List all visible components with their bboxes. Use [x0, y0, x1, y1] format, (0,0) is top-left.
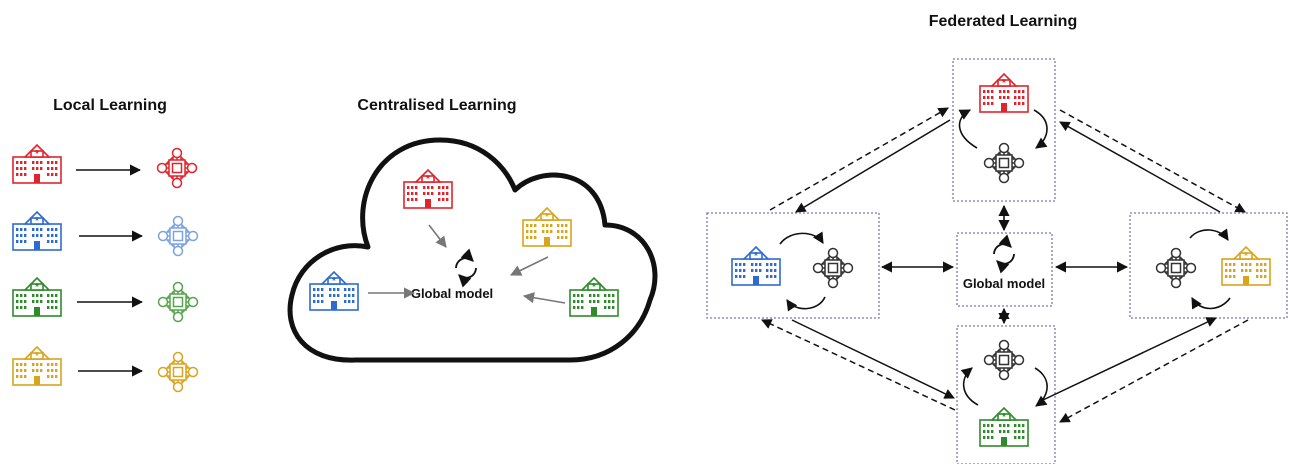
refresh-cycle-icon: [455, 248, 477, 288]
training-loop-arrow: [1191, 297, 1231, 310]
svg-text:*: *: [1002, 78, 1006, 89]
training-loop-arrow: [786, 296, 826, 312]
right-node-box: [1129, 212, 1288, 319]
model-chip-icon: [812, 247, 854, 289]
model-chip-icon: [157, 281, 199, 323]
model-chip-icon: [983, 339, 1025, 381]
peer-dashed-arrow: [1059, 319, 1249, 423]
peer-dashed-arrow: [761, 319, 956, 411]
svg-text:*: *: [426, 174, 430, 185]
federated-global-model-label: Global model: [963, 276, 1045, 291]
centralised-learning-section: * * * * Global model: [287, 137, 658, 363]
model-chip-icon: [157, 215, 199, 257]
hospital-icon: *: [12, 276, 62, 317]
svg-text:*: *: [35, 351, 39, 362]
training-loop-arrow: [958, 109, 978, 149]
model-chip-icon: [1155, 247, 1197, 289]
hospital-icon: *: [522, 206, 572, 247]
hospital-icon: *: [12, 345, 62, 386]
hospital-icon: *: [12, 143, 62, 184]
hospital-icon: *: [731, 245, 781, 286]
centralised-global-model-label: Global model: [411, 286, 493, 301]
svg-text:*: *: [35, 216, 39, 227]
hospital-icon: *: [403, 168, 453, 209]
hospital-icon: *: [979, 72, 1029, 113]
training-loop-arrow: [779, 231, 824, 245]
refresh-cycle-icon: [993, 234, 1015, 274]
svg-text:*: *: [35, 282, 39, 293]
hospital-icon: *: [1221, 245, 1271, 286]
training-loop-arrow: [1033, 109, 1048, 149]
peer-dashed-arrow: [1059, 109, 1246, 213]
federated-learning-section: * * * * Global model: [706, 58, 1288, 464]
hospital-icon: *: [12, 210, 62, 251]
peer-solid-arrow: [795, 119, 951, 213]
upload-arrow: [522, 292, 566, 304]
svg-text:*: *: [592, 282, 596, 293]
svg-text:*: *: [35, 149, 39, 160]
upload-arrow: [428, 224, 447, 248]
centralised-learning-title: Centralised Learning: [357, 97, 516, 114]
svg-text:*: *: [545, 212, 549, 223]
federated-learning-title: Federated Learning: [929, 13, 1077, 30]
hospital-icon: *: [309, 270, 359, 311]
bottom-node-box: [956, 325, 1056, 464]
local-learning-title: Local Learning: [53, 97, 167, 114]
svg-text:*: *: [1002, 412, 1006, 423]
peer-solid-arrow: [1042, 317, 1217, 401]
model-chip-icon: [156, 147, 198, 189]
svg-text:*: *: [1244, 251, 1248, 262]
hospital-icon: *: [569, 276, 619, 317]
training-loop-arrow: [1034, 367, 1048, 407]
model-chip-icon: [157, 351, 199, 393]
cloud-shape: [287, 137, 658, 363]
peer-solid-arrow: [1059, 121, 1221, 213]
upload-arrow: [509, 256, 549, 276]
top-node-box: [952, 58, 1056, 202]
hospital-icon: *: [979, 406, 1029, 447]
peer-solid-arrow: [791, 319, 955, 399]
peer-dashed-arrow: [769, 107, 949, 211]
model-chip-icon: [983, 142, 1025, 184]
local-learning-section: * * * *: [12, 143, 199, 393]
svg-text:*: *: [332, 276, 336, 287]
left-node-box: [706, 212, 880, 319]
training-loop-arrow: [960, 367, 979, 406]
svg-text:*: *: [754, 251, 758, 262]
training-loop-arrow: [1189, 228, 1229, 241]
